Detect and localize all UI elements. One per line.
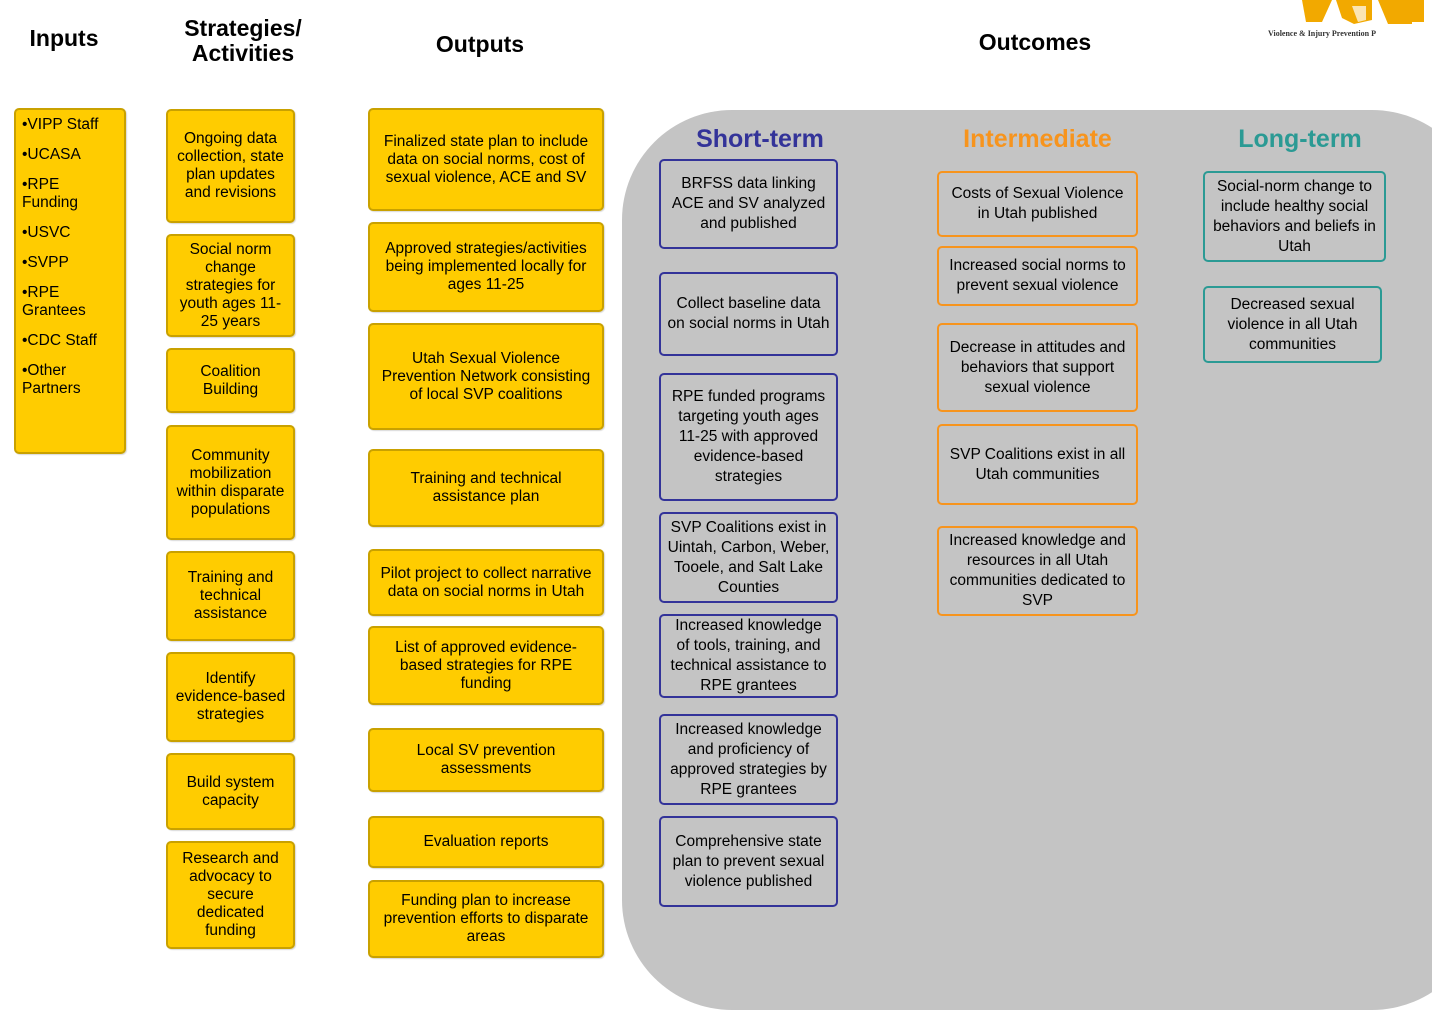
- vipp-logo-graphic: Violence & Injury Prevention P: [1268, 0, 1424, 38]
- input-item: •RPE Grantees: [22, 284, 86, 319]
- strategy-box: Build system capacity: [166, 753, 295, 830]
- output-box: Training and technical assistance plan: [368, 449, 604, 527]
- intermediate-header: Intermediate: [963, 125, 1112, 153]
- long-term-box: Decreased sexual violence in all Utah co…: [1203, 286, 1382, 363]
- intermediate-box: Costs of Sexual Violence in Utah publish…: [937, 171, 1138, 237]
- short-term-box: Collect baseline data on social norms in…: [659, 272, 838, 356]
- output-box: Finalized state plan to include data on …: [368, 108, 604, 211]
- short-term-box: SVP Coalitions exist in Uintah, Carbon, …: [659, 512, 838, 603]
- input-item: •CDC Staff: [22, 332, 97, 349]
- long-term-box: Social-norm change to include healthy so…: [1203, 171, 1386, 262]
- short-term-box: Comprehensive state plan to prevent sexu…: [659, 816, 838, 907]
- input-item: •Other Partners: [22, 362, 81, 397]
- strategies-header: Strategies/ Activities: [160, 16, 326, 66]
- vipp-logo: Violence & Injury Prevention P: [1262, 0, 1432, 66]
- output-box: Local SV prevention assessments: [368, 728, 604, 792]
- output-box: Evaluation reports: [368, 816, 604, 868]
- strategy-box: Identify evidence-based strategies: [166, 652, 295, 742]
- short-term-box: RPE funded programs targeting youth ages…: [659, 373, 838, 501]
- short-term-box: Increased knowledge of tools, training, …: [659, 614, 838, 698]
- outputs-header: Outputs: [435, 31, 525, 57]
- output-box: Approved strategies/activities being imp…: [368, 222, 604, 312]
- strategy-box: Research and advocacy to secure dedicate…: [166, 841, 295, 949]
- input-item: •USVC: [22, 224, 71, 241]
- short-term-header: Short-term: [696, 125, 824, 153]
- input-item: •VIPP Staff: [22, 116, 99, 133]
- strategies-header-line1: Strategies/: [184, 15, 302, 41]
- strategy-box: Social norm change strategies for youth …: [166, 234, 295, 337]
- intermediate-box: Decrease in attitudes and behaviors that…: [937, 323, 1138, 412]
- strategy-box: Ongoing data collection, state plan upda…: [166, 109, 295, 223]
- inputs-box: •VIPP Staff •UCASA •RPE Funding •USVC •S…: [14, 108, 126, 454]
- long-term-header: Long-term: [1238, 125, 1362, 153]
- output-box: List of approved evidence-based strategi…: [368, 626, 604, 705]
- strategy-box: Training and technical assistance: [166, 551, 295, 641]
- inputs-header: Inputs: [29, 25, 99, 51]
- intermediate-box: Increased knowledge and resources in all…: [937, 526, 1138, 616]
- short-term-box: Increased knowledge and proficiency of a…: [659, 714, 838, 805]
- short-term-box: BRFSS data linking ACE and SV analyzed a…: [659, 159, 838, 249]
- strategy-box: Coalition Building: [166, 348, 295, 413]
- output-box: Utah Sexual Violence Prevention Network …: [368, 323, 604, 430]
- intermediate-box: Increased social norms to prevent sexual…: [937, 246, 1138, 306]
- strategy-box: Community mobilization within disparate …: [166, 425, 295, 540]
- intermediate-box: SVP Coalitions exist in all Utah communi…: [937, 424, 1138, 505]
- strategies-header-line2: Activities: [191, 40, 295, 66]
- logo-text: Violence & Injury Prevention P: [1268, 29, 1376, 38]
- output-box: Pilot project to collect narrative data …: [368, 549, 604, 616]
- outcomes-header: Outcomes: [978, 29, 1092, 55]
- input-item: •RPE Funding: [22, 176, 79, 211]
- output-box: Funding plan to increase prevention effo…: [368, 880, 604, 958]
- input-item: •UCASA: [22, 146, 81, 163]
- input-item: •SVPP: [22, 254, 69, 271]
